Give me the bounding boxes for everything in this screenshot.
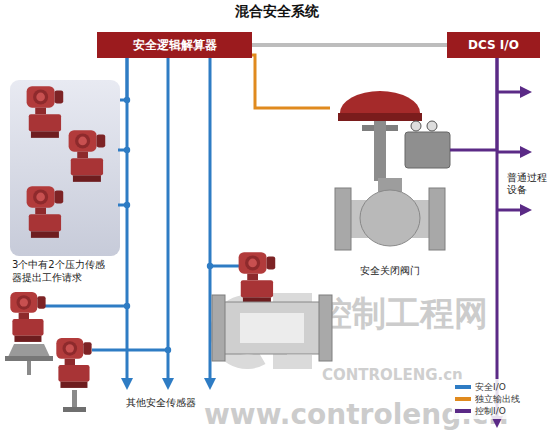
node-label: 安全逻辑解算器 xyxy=(133,38,217,53)
diagram-title: 混合安全系统 xyxy=(0,3,554,21)
sensor-note: 其他安全传感器 xyxy=(126,397,236,409)
legend-text: 独立输出线 xyxy=(475,393,520,406)
valve-flange xyxy=(429,188,445,250)
safety-io-line xyxy=(209,58,212,384)
sensor-cone xyxy=(8,344,50,357)
sensor-flange xyxy=(5,356,53,361)
legend-row: 独立输出线 xyxy=(455,393,545,405)
meter-flange xyxy=(319,295,332,361)
watermark: CONTROLENG.cn xyxy=(322,366,522,384)
node-label: DCS I/O xyxy=(468,38,519,53)
connector-line xyxy=(450,58,497,150)
valve-stem xyxy=(374,121,386,181)
dcs-box: DCS I/O xyxy=(447,32,540,58)
valve-body xyxy=(360,190,420,246)
junction-dot xyxy=(124,97,130,103)
pressure-transmitter xyxy=(27,86,64,138)
valve-flange xyxy=(335,188,351,250)
control-io-arrow xyxy=(497,151,526,154)
legend-swatch xyxy=(455,397,471,401)
gauge xyxy=(411,121,421,131)
watermark: 控制工程网 xyxy=(318,293,554,334)
valve-pipe xyxy=(348,200,432,238)
connector-line xyxy=(252,55,330,108)
safety-io-lines xyxy=(40,58,240,384)
safety-io-line xyxy=(167,58,170,384)
legend-box: 安全I/O独立输出线控制I/O xyxy=(452,379,548,419)
junction-dot xyxy=(124,202,130,208)
watermark: www.controleng.cn xyxy=(204,398,554,432)
pressure-transmitter xyxy=(69,130,106,182)
logo-e xyxy=(280,300,312,362)
junction-dot xyxy=(207,263,213,269)
control-io-line xyxy=(496,58,499,422)
legend-swatch xyxy=(455,409,471,413)
actuator-dome xyxy=(340,91,420,113)
safety-io-line xyxy=(126,58,129,384)
branch-line xyxy=(40,305,127,308)
sensor-panel: 3个中有2个压力传感器提出工作请求 xyxy=(10,80,120,256)
flow-meter xyxy=(212,252,332,361)
junction-dot xyxy=(165,347,171,353)
equipment-note: 普通过程设备 xyxy=(507,172,551,196)
legend-text: 控制I/O xyxy=(475,405,506,418)
meter-tube xyxy=(222,302,322,354)
legend-text: 安全I/O xyxy=(475,381,506,394)
junction-dot xyxy=(124,303,130,309)
shutoff-valve xyxy=(335,91,450,250)
meter-flange xyxy=(212,295,225,361)
logo-c xyxy=(217,302,262,362)
watermark-logo xyxy=(217,300,312,362)
valve-positioner xyxy=(405,132,450,168)
sensor-head xyxy=(56,338,91,388)
legend-swatch xyxy=(455,385,471,389)
branch-line xyxy=(118,149,127,152)
valve-bonnet xyxy=(378,178,402,192)
branch-line xyxy=(92,349,168,352)
solver-box: 安全逻辑解算器 xyxy=(97,32,252,58)
radar-level-sensor xyxy=(5,292,53,375)
junction-dots xyxy=(124,97,213,353)
sensor-head xyxy=(10,292,45,342)
legend-row: 控制I/O xyxy=(455,405,545,417)
branch-line xyxy=(118,204,127,207)
legend-row: 安全I/O xyxy=(455,381,545,393)
actuator-rim xyxy=(338,113,422,121)
node-caption: 安全关闭阀门 xyxy=(330,265,450,278)
sensor-rod xyxy=(27,361,31,375)
junction-dot xyxy=(124,147,130,153)
control-io-arrow xyxy=(497,209,526,212)
branch-line xyxy=(210,265,240,268)
control-io-arrow xyxy=(497,91,526,94)
pressure-sensor xyxy=(56,338,91,412)
node-caption: 3个中有2个压力传感器提出工作请求 xyxy=(12,259,110,284)
connector-line xyxy=(120,58,127,100)
gauge xyxy=(427,121,437,131)
connector-line xyxy=(252,43,447,47)
valve-node: 安全关闭阀门 xyxy=(330,85,450,262)
meter-head xyxy=(239,252,276,304)
valve-yoke xyxy=(362,125,398,131)
sensor-stem xyxy=(72,390,77,408)
pressure-transmitter xyxy=(27,186,64,238)
control-io-lines xyxy=(497,58,526,422)
sensor-base xyxy=(63,407,86,412)
meter-bore xyxy=(240,313,304,343)
